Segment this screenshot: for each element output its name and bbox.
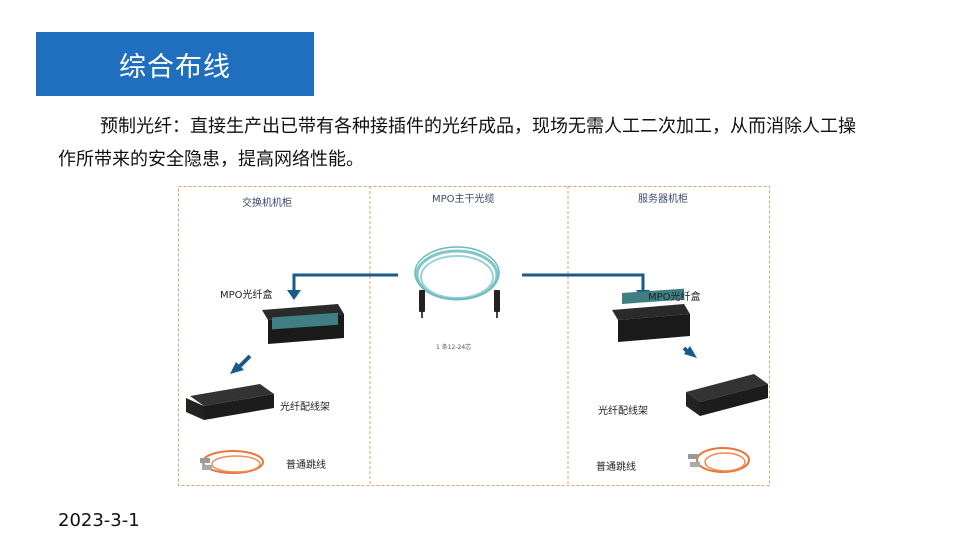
cabling-diagram: 交换机机柜 MPO主干光缆 服务器机柜 MPO光纤盒 MPO光纤盒 1 条12-… (178, 186, 770, 486)
label-left-patch-cord: 普通跳线 (286, 460, 326, 471)
left-patch-cord (200, 450, 264, 474)
label-left-patch-panel: 光纤配线架 (280, 402, 330, 413)
left-mpo-box-device (262, 304, 344, 344)
right-patch-cord (688, 447, 750, 473)
right-down-arrow (682, 346, 697, 358)
section-label-server-cabinet: 服务器机柜 (638, 194, 688, 205)
section-label-switch-cabinet: 交换机机柜 (242, 198, 292, 209)
label-right-mpo-box: MPO光纤盒 (648, 292, 701, 303)
body-paragraph: 预制光纤：直接生产出已带有各种接插件的光纤成品，现场无需人工二次加工，从而消除人… (58, 110, 858, 176)
label-left-mpo-box: MPO光纤盒 (220, 290, 273, 301)
diagram-graphics (178, 186, 770, 486)
label-right-patch-cord: 普通跳线 (596, 462, 636, 473)
cable-note: 1 条12-24芯 (436, 344, 472, 351)
diagram-frame (178, 186, 770, 486)
paragraph-text: 预制光纤：直接生产出已带有各种接插件的光纤成品，现场无需人工二次加工，从而消除人… (58, 116, 856, 170)
slide-title: 综合布线 (119, 51, 231, 83)
right-mpo-box-device (612, 288, 690, 342)
title-bar: 综合布线 (36, 32, 314, 96)
left-trunk-arrow (287, 273, 398, 300)
section-label-mpo-trunk: MPO主干光缆 (432, 194, 495, 205)
label-right-patch-panel: 光纤配线架 (598, 406, 648, 417)
mpo-cable-coil (414, 246, 500, 318)
right-patch-panel-device (686, 374, 768, 416)
left-down-arrow (230, 354, 252, 374)
left-patch-panel-device (186, 384, 274, 420)
slide-date: 2023-3-1 (58, 510, 140, 531)
